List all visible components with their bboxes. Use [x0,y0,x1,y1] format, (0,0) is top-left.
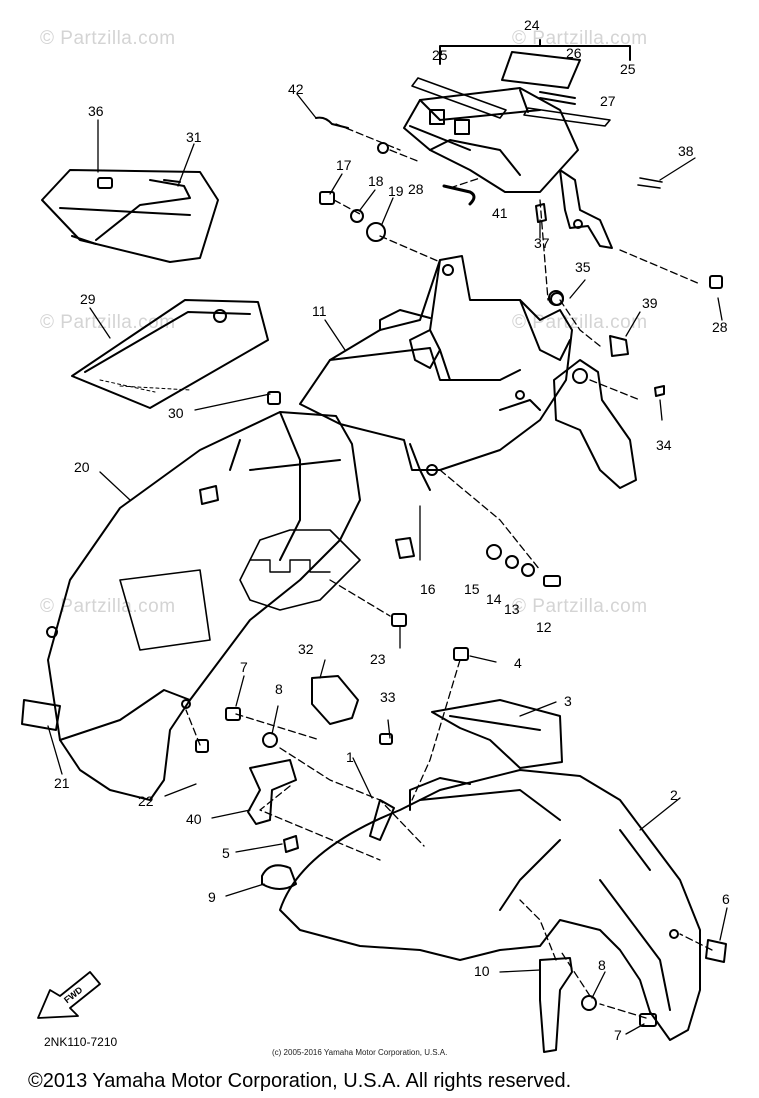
callout-30: 30 [168,405,184,421]
bracket-40 [247,759,297,825]
callout-35: 35 [575,259,591,275]
callout-32: 32 [298,641,314,657]
callout-17: 17 [336,157,352,173]
rear-frame-11 [299,255,573,491]
wire-42 [315,116,349,129]
callout-18: 18 [368,173,384,189]
callout-14: 14 [486,591,502,607]
callout-28: 28 [408,181,424,197]
callout-20: 20 [74,459,90,475]
wire-41 [442,184,476,206]
gasket-25-right [523,107,611,127]
bracket-32 [311,675,359,725]
callout-31: 31 [186,129,202,145]
watermark: © Partzilla.com [40,596,176,617]
callout-42: 42 [288,81,304,97]
callout-3: 3 [564,693,572,709]
callout-6: 6 [722,891,730,907]
rear-bracket [559,169,613,249]
callout-2: 2 [670,787,678,803]
bracket-10 [539,957,573,1053]
callout-27: 27 [600,93,616,109]
callout-36: 36 [88,103,104,119]
callout-19: 19 [388,183,404,199]
callout-29: 29 [80,291,96,307]
watermark: © Partzilla.com [40,312,176,333]
callout-7: 7 [614,1027,622,1043]
callout-38: 38 [678,143,694,159]
watermark: © Partzilla.com [512,28,648,49]
callout-4: 4 [514,655,522,671]
tool-tray-36 [41,169,219,263]
callout-7: 7 [240,659,248,675]
callout-21: 21 [54,775,70,791]
callout-11: 11 [312,303,327,319]
callout-15: 15 [464,581,480,597]
callout-23: 23 [370,651,386,667]
callout-9: 9 [208,889,216,905]
callout-39: 39 [642,295,658,311]
callout-1: 1 [346,749,354,765]
footer-copyright: ©2013 Yamaha Motor Corporation, U.S.A. A… [28,1070,572,1092]
bracket-34 [553,359,637,489]
watermark: © Partzilla.com [40,28,176,49]
inner-copyright: (c) 2005-2016 Yamaha Motor Corporation, … [272,1048,448,1057]
rear-fender-20 [46,411,361,801]
leader-lines [47,93,728,1035]
callout-16: 16 [420,581,436,597]
callout-37: 37 [534,235,550,251]
lens-26 [501,51,581,89]
tail-light-assembly [403,87,579,193]
callout-5: 5 [222,845,230,861]
callout-8: 8 [598,957,606,973]
callout-10: 10 [474,963,490,979]
callout-25: 25 [432,47,448,63]
callout-8: 8 [275,681,283,697]
callout-12: 12 [536,619,552,635]
fasteners [21,142,727,1027]
gasket-25-left [411,77,507,119]
callout-33: 33 [380,689,396,705]
callout-25: 25 [620,61,636,77]
callout-24: 24 [524,17,540,33]
flap-3 [431,699,563,769]
callout-13: 13 [504,601,520,617]
callout-22: 22 [138,793,154,809]
fwd-arrow [37,971,101,1019]
assembly-lines [185,123,713,1019]
callout-28: 28 [712,319,728,335]
callout-26: 26 [566,45,582,61]
bracket-24 [439,39,631,65]
front-fender-2 [279,769,701,1041]
callout-34: 34 [656,437,672,453]
reflector-27 [539,91,576,105]
watermark: © Partzilla.com [512,596,648,617]
cover-29 [71,299,269,409]
callout-40: 40 [186,811,202,827]
clamp-9 [261,864,297,890]
callout-41: 41 [492,205,508,221]
part-code: 2NK110-7210 [44,1035,118,1049]
